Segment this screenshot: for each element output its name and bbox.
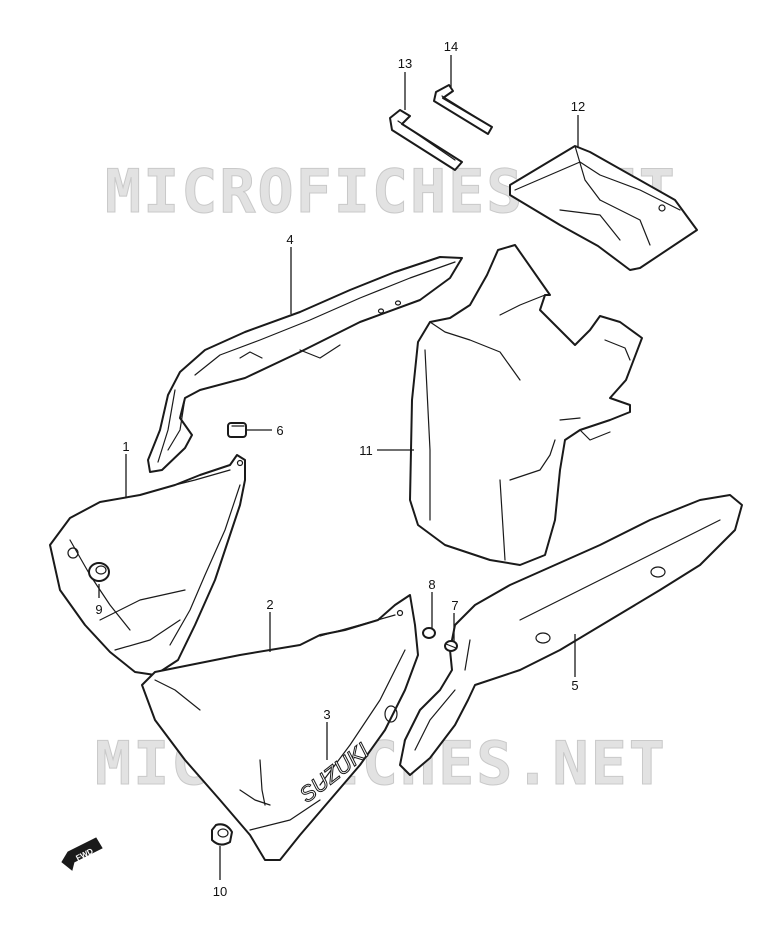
callout-10: 10	[213, 884, 227, 899]
part-9-grommet[interactable]	[88, 562, 110, 582]
part-4-frame-cover[interactable]	[147, 256, 463, 473]
callout-11: 11	[359, 443, 373, 458]
callout-8: 8	[428, 577, 435, 592]
part-13-allen-key[interactable]	[389, 109, 463, 171]
part-12-tool-bag[interactable]	[509, 145, 698, 271]
callout-5: 5	[571, 678, 578, 693]
leader-lines	[98, 55, 579, 880]
callout-4: 4	[286, 232, 293, 247]
callout-2: 2	[266, 597, 273, 612]
part-7-screw[interactable]	[444, 640, 458, 652]
part-8-washer[interactable]	[422, 627, 436, 639]
part-5-frame-cover-right[interactable]	[399, 494, 743, 776]
part-14-allen-key[interactable]	[433, 84, 493, 135]
callout-1: 1	[122, 439, 129, 454]
callout-14: 14	[444, 39, 458, 54]
callout-12: 12	[571, 99, 585, 114]
callout-6: 6	[276, 423, 283, 438]
part-1-frame-cover-left[interactable]	[49, 454, 246, 676]
part-10-grommet[interactable]	[211, 823, 233, 846]
part-11-rear-fender[interactable]	[409, 244, 643, 566]
callout-13: 13	[398, 56, 412, 71]
part-6-grommet[interactable]	[227, 422, 247, 438]
callout-9: 9	[95, 602, 102, 617]
callout-3: 3	[323, 707, 330, 722]
part-2-frame-cover-large[interactable]: SUZUKI	[141, 594, 419, 861]
callout-7: 7	[451, 598, 458, 613]
fwd-arrow-icon: FWD	[61, 837, 103, 871]
